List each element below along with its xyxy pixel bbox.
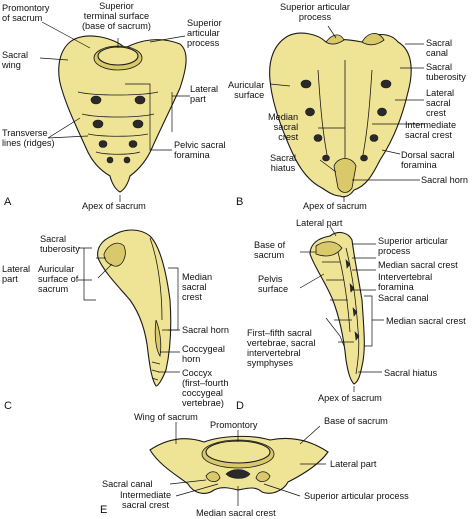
panel-a-drawing [39, 21, 190, 202]
label-superior-articular-process-d: Superior articular process [378, 236, 448, 256]
sacrum-lateral-bone [97, 229, 172, 387]
label-median-sacral-crest-top-d: Median sacral crest [378, 260, 458, 270]
label-superior-terminal-surface: Superior terminal surface (base of sacru… [82, 1, 151, 31]
label-sacral-wing: Sacral wing [2, 50, 29, 70]
label-lateral-part-c: Lateral part [2, 264, 31, 284]
pelvic-foramen [123, 156, 131, 164]
label-sacral-tuberosity-b: Sacral tuberosity [426, 62, 466, 82]
label-lateral-part-a: Lateral part [190, 84, 219, 104]
label-wing-of-sacrum: Wing of sacrum [134, 412, 198, 422]
pelvic-foramen [106, 156, 114, 164]
pelvic-foramen [98, 140, 108, 148]
sacral-base-top [97, 46, 139, 66]
label-median-sacral-crest-d: Median sacral crest [386, 316, 466, 326]
label-dorsal-sacral-foramina: Dorsal sacral foramina [401, 150, 455, 170]
label-sacral-canal-d: Sacral canal [378, 293, 429, 303]
dorsal-foramen [313, 134, 323, 142]
dorsal-foramen [322, 154, 330, 162]
label-sacral-horn-b: Sacral horn [421, 175, 468, 185]
pelvic-foramen [90, 95, 102, 105]
label-median-sacral-crest-c: Median sacral crest [182, 272, 213, 302]
sacrum-posterior-bone [269, 32, 412, 198]
panel-c-drawing [78, 229, 180, 387]
sacrum-anterior-bone [58, 35, 187, 193]
label-sacral-canal-b: Sacral canal [426, 38, 453, 58]
label-sacral-hiatus-b: Sacral hiatus [270, 153, 297, 173]
pelvic-foramen [92, 119, 104, 129]
panel-letter-b: B [236, 196, 244, 208]
label-superior-articular-process-b: Superior articular process [280, 2, 350, 22]
label-lateral-sacral-crest: Lateral sacral crest [426, 88, 455, 118]
label-apex-of-sacrum-a: Apex of sacrum [82, 201, 146, 211]
label-base-of-sacrum-e: Base of sacrum [324, 416, 388, 426]
panel-letter-a: A [4, 196, 12, 208]
label-auricular-surface-b: Auricular surface [228, 80, 265, 100]
label-base-of-sacrum-d: Base of sacrum [254, 240, 286, 260]
sacral-hiatus-shape [333, 158, 357, 193]
dorsal-foramen [380, 79, 392, 89]
label-sacral-tuberosity-c: Sacral tuberosity [40, 234, 80, 254]
label-sacral-canal-e: Sacral canal [102, 479, 153, 489]
dorsal-foramen [377, 107, 387, 117]
label-median-sacral-crest-e: Median sacral crest [196, 508, 276, 518]
label-pelvis-surface: Pelvis surface [258, 274, 289, 294]
label-coccyx: Coccyx (first–fourth coccygeal vertebrae… [182, 368, 229, 408]
label-superior-articular-process-e: Superior articular process [304, 491, 409, 501]
label-transverse-lines: Transverse lines (ridges) [2, 128, 55, 148]
dorsal-foramen [305, 107, 315, 117]
panel-letter-e: E [100, 504, 108, 516]
sacral-canal-opening [225, 469, 251, 479]
label-intermediate-sacral-crest-e: Intermediate sacral crest [120, 490, 172, 510]
pelvic-foramen [134, 95, 146, 105]
label-median-sacral-crest-b: Median sacral crest [268, 112, 299, 142]
panel-d-drawing [299, 225, 384, 392]
label-pelvic-sacral-foramina: Pelvic sacral foramina [174, 140, 226, 160]
label-promontory-of-sacrum: Promontory of sacrum [2, 3, 50, 23]
label-apex-of-sacrum-d: Apex of sacrum [318, 393, 382, 403]
auricular-surface-shape [103, 242, 126, 267]
label-apex-of-sacrum-b: Apex of sacrum [303, 201, 367, 211]
label-sacral-hiatus-d: Sacral hiatus [384, 368, 438, 378]
label-intermediate-sacral-crest-b: Intermediate sacral crest [405, 120, 457, 140]
label-lateral-part-d: Lateral part [296, 218, 343, 228]
pelvic-foramen [132, 119, 144, 129]
panel-e-drawing [149, 422, 329, 506]
dorsal-foramen [369, 134, 379, 142]
dorsal-foramen [360, 154, 368, 162]
label-sacral-horn-c: Sacral horn [182, 325, 229, 335]
label-lateral-part-e: Lateral part [330, 459, 377, 469]
panel-letter-d: D [236, 400, 244, 412]
dorsal-foramen [300, 79, 312, 89]
label-intervertebral-foramina: Intervertebral foramina [378, 272, 433, 292]
label-superior-articular-process-a: Superior articular process [187, 18, 222, 48]
panel-letter-c: C [4, 400, 12, 412]
label-promontory-e: Promontory [210, 420, 258, 430]
label-auricular-surface-c: Auricular surface of sacrum [38, 264, 79, 294]
label-coccygeal-horn: Coccygeal horn [182, 344, 225, 364]
panel-b-drawing [269, 25, 424, 202]
label-sacral-vertebrae: First–fifth sacral vertebrae, sacral int… [247, 328, 316, 368]
pelvic-foramen [128, 140, 138, 148]
